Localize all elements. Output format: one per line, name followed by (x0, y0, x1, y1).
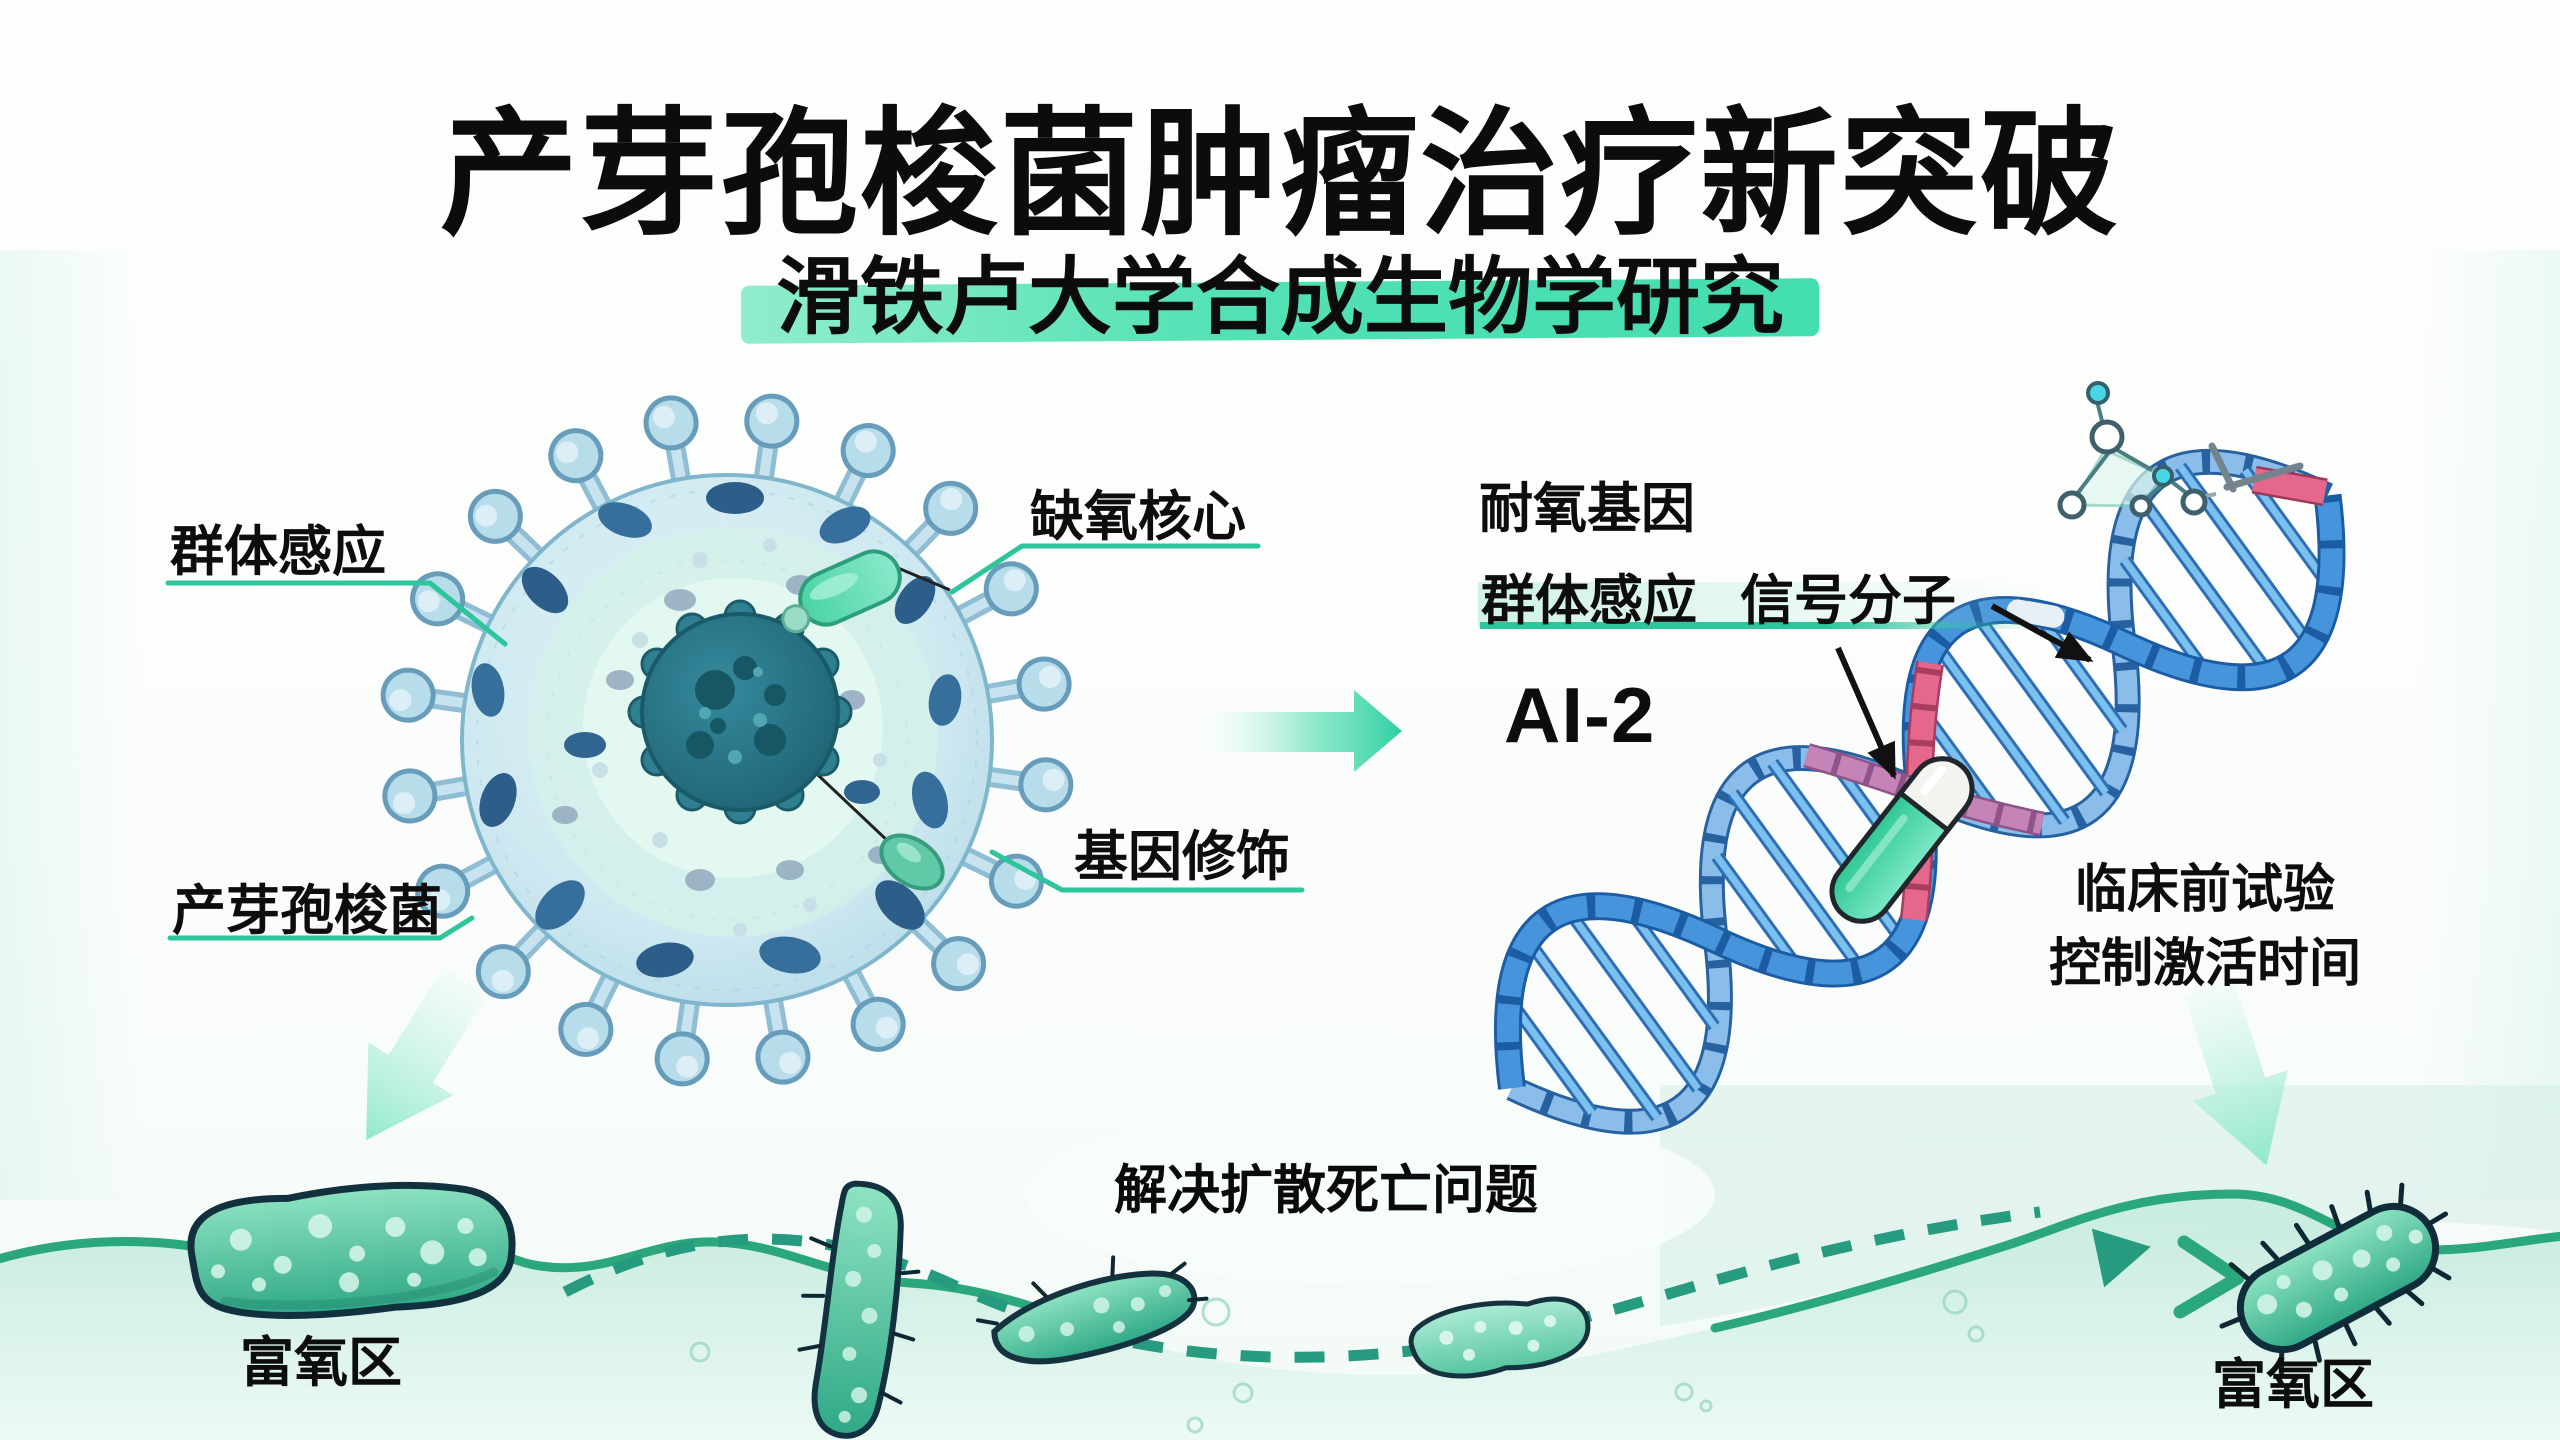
capsule-pill-icon (1829, 756, 1975, 924)
page-subtitle-wrap: 滑铁卢大学合成生物学研究 (0, 230, 2560, 350)
connector-gene-mod (989, 849, 1305, 893)
cell-texture-dots (552, 538, 892, 937)
arrow-to-dna (1990, 603, 2094, 663)
bacterium-vertical-rod (797, 1180, 921, 1439)
down-arrow-left-icon (366, 967, 488, 1141)
bacterium-right-spiky (2219, 1182, 2452, 1377)
page-title: 产芽孢梭菌肿瘤治疗新突破 (439, 98, 2120, 252)
tumor-cell-illustration (380, 393, 1074, 1087)
label-ai2: AI-2 (1504, 671, 1656, 759)
ai2-molecule-icon (2057, 381, 2304, 520)
migration-arrowhead-chevron (2173, 1235, 2245, 1319)
flow-arrow-icon (1196, 690, 1402, 772)
label-connectors (165, 543, 1305, 941)
label-oxygen-rich-right: 富氧区 (2212, 1355, 2374, 1415)
bacterium-capsule-icon (781, 549, 902, 634)
bacterium-bean-small (1408, 1296, 1591, 1379)
migration-arrowhead-solid (2091, 1228, 2151, 1288)
hypoxic-core (627, 599, 853, 825)
label-signal-molecule: 信号分子 (1740, 571, 1956, 631)
page-subtitle: 滑铁卢大学合成生物学研究 (775, 250, 1784, 344)
connector-hypoxic (949, 543, 1261, 595)
wavy-boundary-line-right (1710, 1189, 2560, 1333)
arrow-to-capsule (1835, 646, 1897, 780)
connector-quorum-left (165, 580, 508, 647)
label-oxygen-tolerant-gene: 耐氧基因 (1479, 479, 1695, 539)
preclinical-line2: 控制激活时间 (2048, 934, 2361, 993)
band-caption: 解决扩散死亡问题 (1114, 1161, 1538, 1220)
right-label-underline (1480, 622, 2036, 629)
label-gene-modification: 基因修饰 (1074, 827, 1290, 887)
down-arrow-right-icon (2183, 979, 2289, 1166)
green-oval-cell (879, 833, 945, 891)
cell-ring-cells (471, 482, 962, 978)
annotation-arrows (1835, 603, 2094, 780)
band-bubbles (689, 1289, 1985, 1434)
right-label-highlight (1478, 582, 2044, 628)
label-oxygen-rich-left: 富氧区 (240, 1333, 402, 1393)
migration-dashed-arrow (562, 1206, 2041, 1363)
preclinical-line1: 临床前试验 (2074, 861, 2335, 919)
label-clostridium: 产芽孢梭菌 (172, 881, 442, 941)
preclinical-note: 临床前试验 控制激活时间 (2020, 854, 2390, 1002)
band-right-wash (1660, 1085, 2560, 1326)
label-quorum-sensing-right: 群体感应 (1481, 571, 1697, 631)
caption-backing (1025, 1105, 1715, 1285)
label-quorum-sensing-left: 群体感应 (170, 522, 386, 582)
bacterium-left-large (187, 1181, 516, 1319)
bacterium-curved-small (975, 1255, 1209, 1365)
label-hypoxic-core: 缺氧核心 (1030, 487, 1246, 547)
connector-clostridium (167, 915, 475, 941)
